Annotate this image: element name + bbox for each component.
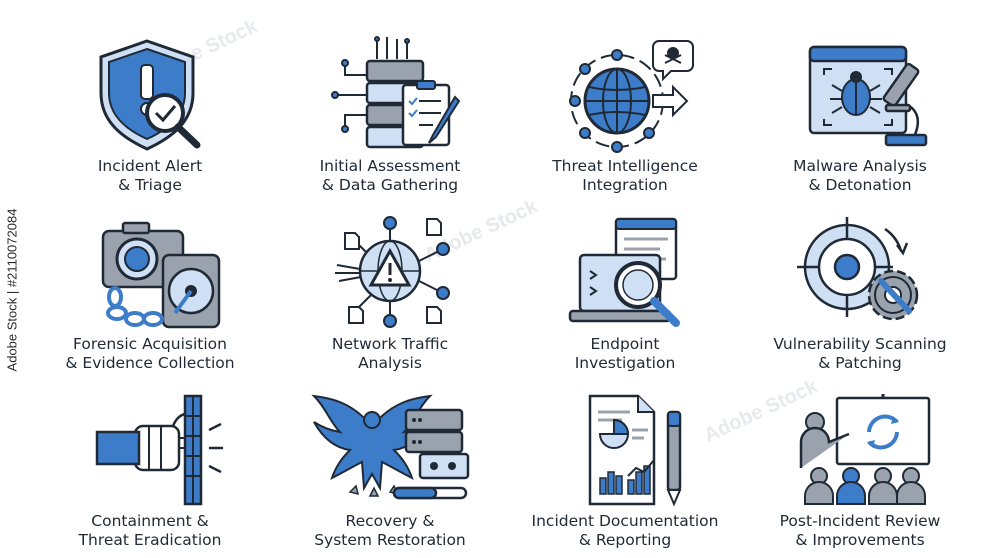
icon-card-incident-alert: Incident Alert& Triage (25, 35, 275, 195)
icon-card-vulnerability-scanning: Vulnerability Scanning& Patching (735, 215, 985, 373)
presentation-team-icon (799, 394, 931, 505)
phoenix-server-icon (311, 394, 470, 500)
bug-microscope-icon (808, 45, 928, 147)
icon-label: Malware Analysis& Detonation (793, 157, 927, 194)
icon-label: Incident Alert& Triage (97, 157, 203, 194)
network-alert-icon (335, 216, 450, 328)
hand-wall-icon (95, 394, 223, 506)
report-pen-icon (588, 394, 682, 507)
icon-card-containment: Containment &Threat Eradication (25, 392, 275, 550)
icon-label: Incident Documentation& Reporting (531, 512, 719, 549)
icon-label: Containment &Threat Eradication (78, 512, 222, 549)
camera-harddrive-icon (101, 221, 221, 329)
icon-card-incident-documentation: Incident Documentation& Reporting (500, 392, 750, 550)
icon-card-malware-analysis: Malware Analysis& Detonation (735, 35, 985, 195)
icon-card-recovery: Recovery &System Restoration (265, 392, 515, 550)
icon-label: Post-Incident Review& Improvements (779, 512, 941, 549)
icon-card-post-incident-review: Post-Incident Review& Improvements (735, 392, 985, 550)
globe-network-icon (569, 40, 694, 153)
icon-label: Forensic Acquisition& Evidence Collectio… (65, 335, 235, 372)
icon-label: Vulnerability Scanning& Patching (773, 335, 947, 372)
icon-label: Initial Assessment& Data Gathering (319, 157, 461, 194)
laptop-magnifier-icon (568, 217, 680, 327)
server-clipboard-icon (331, 36, 461, 149)
target-gear-icon (797, 217, 919, 321)
icon-card-initial-assessment: Initial Assessment& Data Gathering (265, 35, 515, 195)
icon-card-forensic-acquisition: Forensic Acquisition& Evidence Collectio… (25, 215, 275, 373)
icon-label: Recovery &System Restoration (314, 512, 466, 549)
shield-alert-icon (99, 39, 201, 151)
